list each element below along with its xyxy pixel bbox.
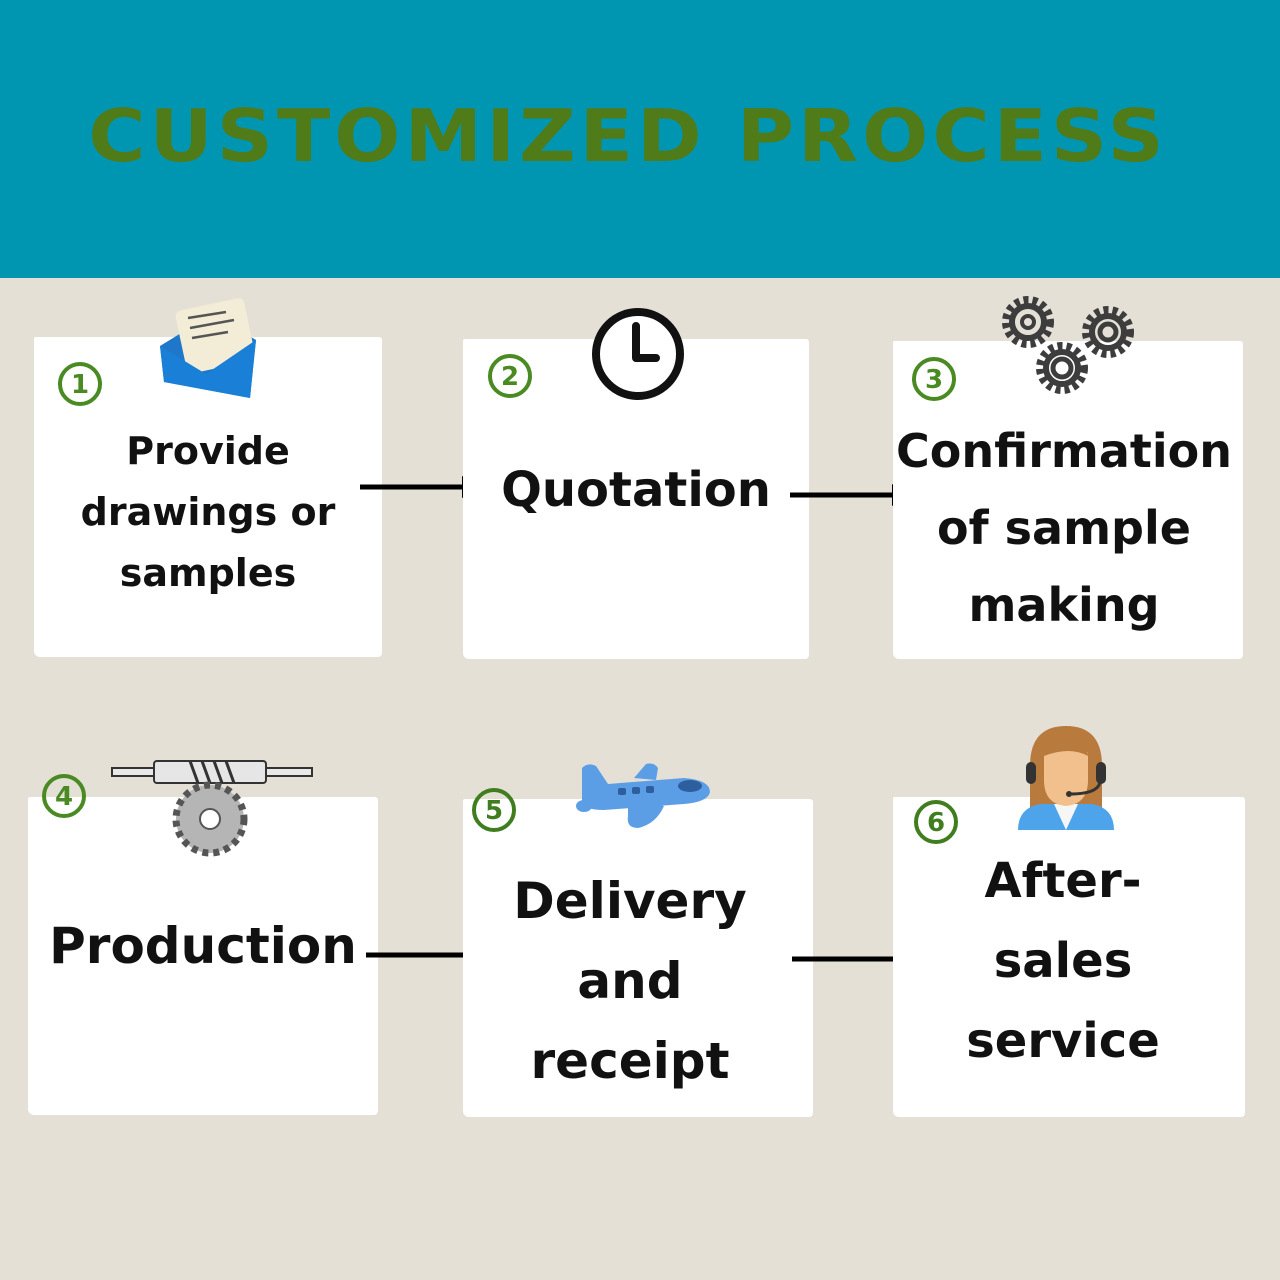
step-number-badge-4: 4 — [42, 774, 86, 818]
step-number-badge-6: 6 — [914, 800, 958, 844]
clock-icon — [592, 308, 684, 400]
step-number-3: 3 — [925, 365, 943, 395]
step-number-1: 1 — [71, 370, 89, 400]
envelope-letter-icon — [160, 298, 256, 398]
step-card-5: Delivery and receipt — [463, 799, 813, 1117]
step-1-line-2: drawings or — [80, 490, 336, 534]
step-card-1: Provide drawings or samples — [34, 337, 382, 657]
step-3-label: Confirmation of sample making — [889, 413, 1239, 644]
step-5-line-1: Delivery — [513, 872, 747, 930]
step-3-line-2: of sample — [937, 501, 1191, 555]
step-2-line-1: Quotation — [501, 462, 771, 518]
step-card-6: After- sales service — [893, 797, 1245, 1117]
step-6-line-1: After- — [984, 853, 1142, 909]
step-6-line-2: sales — [993, 933, 1133, 989]
step-card-3: Confirmation of sample making — [893, 341, 1243, 659]
step-1-line-1: Provide — [126, 429, 290, 473]
step-number-5: 5 — [485, 796, 503, 826]
worm-gear-icon — [111, 760, 313, 857]
step-number-badge-3: 3 — [912, 357, 956, 401]
page-title: CUSTOMIZED PROCESS — [88, 95, 1168, 179]
step-6-line-3: service — [966, 1013, 1160, 1069]
gears-icon — [1002, 296, 1134, 394]
step-5-line-3: receipt — [530, 1032, 730, 1090]
step-4-line-1: Production — [49, 917, 357, 975]
step-6-label: After- sales service — [887, 841, 1239, 1081]
step-1-label: Provide drawings or samples — [34, 421, 382, 604]
step-4-label: Production — [28, 911, 378, 981]
step-number-4: 4 — [55, 782, 73, 812]
step-5-label: Delivery and receipt — [455, 861, 805, 1101]
step-number-badge-1: 1 — [58, 362, 102, 406]
step-number-badge-2: 2 — [488, 354, 532, 398]
support-agent-icon — [1018, 726, 1114, 830]
step-3-line-3: making — [968, 578, 1160, 632]
step-2-label: Quotation — [463, 457, 809, 523]
step-1-line-3: samples — [119, 551, 297, 595]
step-5-line-2: and — [577, 952, 683, 1010]
step-number-6: 6 — [927, 808, 945, 838]
step-3-line-1: Confirmation — [896, 424, 1232, 478]
step-number-badge-5: 5 — [472, 788, 516, 832]
airplane-icon — [576, 763, 710, 828]
header-banner: CUSTOMIZED PROCESS — [0, 0, 1280, 278]
step-number-2: 2 — [501, 362, 519, 392]
